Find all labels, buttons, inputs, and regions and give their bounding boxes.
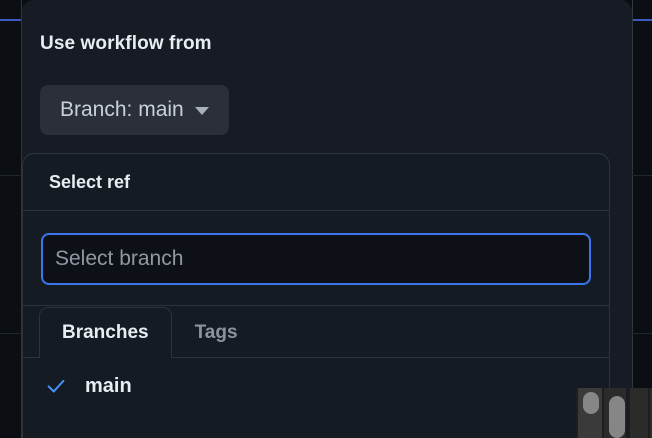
scrollbar-thumb-outer[interactable] bbox=[609, 396, 625, 438]
scrollbar-divider bbox=[648, 388, 650, 438]
background-rule bbox=[632, 175, 652, 176]
page-edge-right bbox=[632, 0, 633, 438]
tab-tags-label: Tags bbox=[194, 322, 238, 343]
page-edge-left bbox=[21, 0, 22, 438]
branch-selector-button[interactable]: Branch: main bbox=[40, 85, 229, 135]
page-gutter-left bbox=[0, 0, 22, 438]
popover-header: Select ref bbox=[23, 154, 609, 211]
ref-type-tabs: Branches Tags bbox=[23, 306, 609, 358]
scrollbar-divider bbox=[628, 388, 630, 438]
scrollbar-track-outer[interactable] bbox=[630, 388, 652, 438]
check-icon bbox=[47, 379, 65, 393]
background-accent-bar bbox=[0, 19, 21, 21]
scrollbar-divider bbox=[602, 388, 604, 438]
page-title: Use workflow from bbox=[40, 33, 212, 54]
background-rule bbox=[0, 333, 22, 334]
background-rule bbox=[632, 333, 652, 334]
tab-tags[interactable]: Tags bbox=[172, 307, 261, 358]
list-item-label: main bbox=[85, 374, 132, 397]
page-gutter-right bbox=[632, 0, 652, 438]
tab-branches[interactable]: Branches bbox=[39, 307, 172, 358]
scrollbar-divider bbox=[576, 388, 578, 438]
branch-list: main bbox=[23, 358, 609, 408]
background-rule bbox=[0, 175, 22, 176]
select-ref-popover: Select ref Branches Tags main bbox=[22, 153, 610, 438]
search-input[interactable] bbox=[41, 233, 591, 285]
popover-title: Select ref bbox=[49, 171, 131, 192]
search-row bbox=[23, 211, 609, 306]
scrollbar-thumb-inner[interactable] bbox=[583, 392, 599, 414]
tab-branches-label: Branches bbox=[62, 322, 149, 343]
branch-selector-label: Branch: main bbox=[60, 98, 184, 121]
list-item[interactable]: main bbox=[23, 364, 609, 408]
chevron-down-icon bbox=[194, 107, 209, 115]
background-accent-bar bbox=[633, 19, 652, 21]
